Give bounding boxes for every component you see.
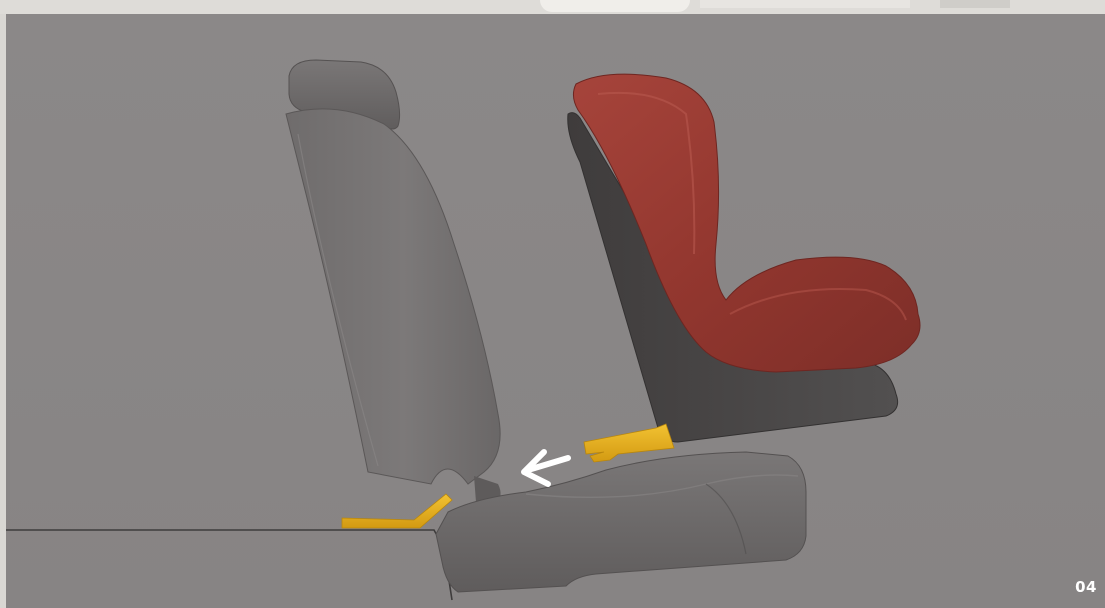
illustration xyxy=(6,14,1105,608)
top-strip xyxy=(0,0,1105,14)
top-strip-tab xyxy=(540,0,690,12)
page-number: 04 xyxy=(1075,578,1097,596)
top-strip-tab xyxy=(940,0,1010,8)
top-strip-tab xyxy=(700,0,910,8)
